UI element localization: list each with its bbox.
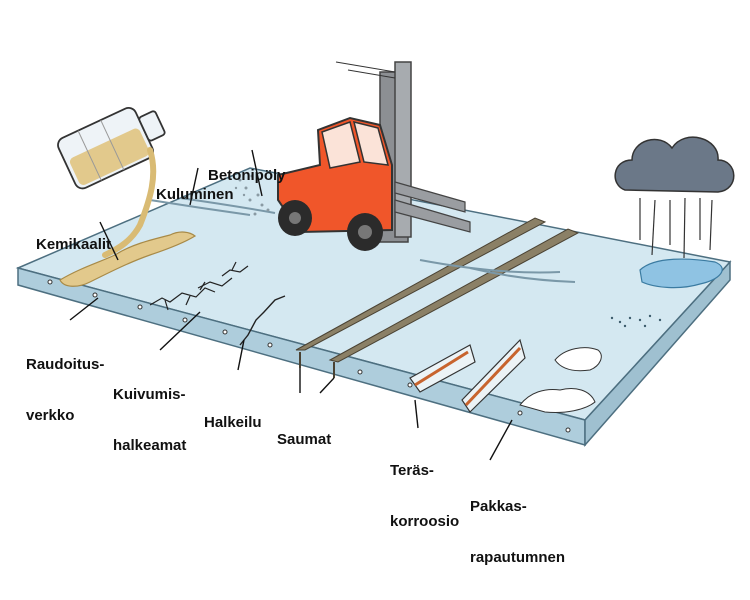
label-halkeilu: Halkeilu [204,380,262,465]
label-kemikaalit: Kemikaalit [36,202,111,287]
forklift-icon [277,61,471,251]
chemical-stream [102,147,157,258]
label-kuluminen: Kuluminen [156,152,234,237]
diagram-stage: Betonipöly Kuluminen Kemikaalit Raudoitu… [15,61,735,566]
label-text-line-1: Kuivumis- [113,386,186,403]
label-text-line-2: verkko [26,407,75,424]
leader-lines [69,149,513,461]
crack-line [239,295,286,346]
label-text-line-2: halkeamat [113,437,187,454]
label-pakkasrapautumnen: Pakkas- rapautumnen [470,464,565,600]
label-text-line-1: Teräs- [390,462,434,479]
label-text: Saumat [277,431,332,448]
label-saumat: Saumat [277,397,331,482]
rain-cloud-icon [614,136,735,259]
wear-grooves [149,197,576,283]
label-text: Kemikaalit [36,236,112,253]
label-kuivumishalkeamat: Kuivumis- halkeamat [113,352,186,488]
steel-corrosion [409,338,526,413]
label-text-line-2: rapautumnen [470,549,566,566]
surface-dots [610,314,662,328]
concrete-floor-illustration [15,61,735,461]
frost-damage [519,347,602,413]
label-text: Kuluminen [156,186,234,203]
chemical-bottle-icon [57,107,166,190]
label-text: Betonipöly [208,167,286,184]
label-text-line-1: Raudoitus- [26,356,105,373]
label-text: Halkeilu [204,414,262,431]
joint-strip-1 [295,217,547,351]
label-text-line-2: korroosio [390,513,460,530]
label-raudoitusverkko: Raudoitus- verkko [26,322,104,458]
dust-particles [234,174,270,216]
label-text-line-1: Pakkas- [470,498,527,515]
shrinkage-cracks [149,261,249,311]
water-puddle [639,258,723,289]
concrete-slab [15,167,732,447]
label-teraskorroosio: Teräs- korroosio [390,428,459,564]
label-betonipoly: Betonipöly [208,133,286,218]
slab-right-face [584,260,731,447]
